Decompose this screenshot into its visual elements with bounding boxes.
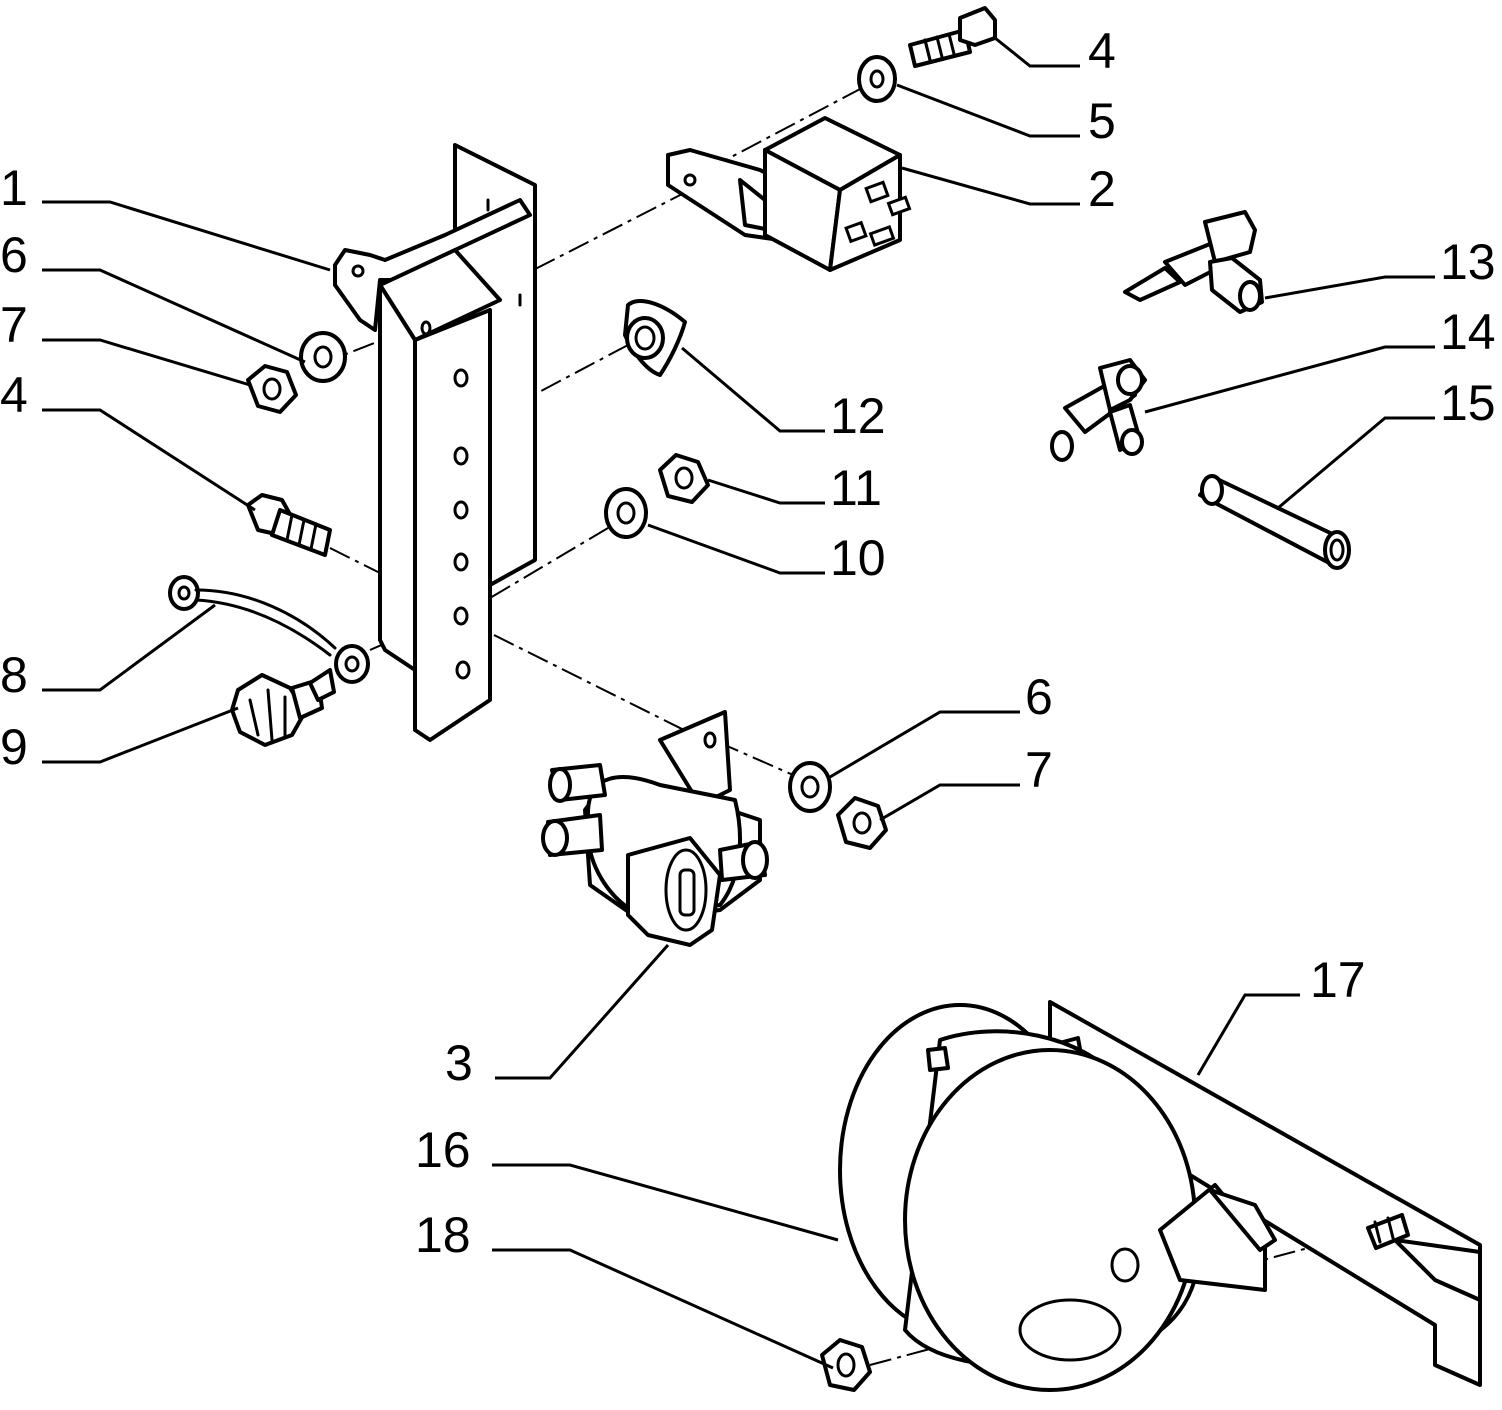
bolt-upper <box>908 6 997 68</box>
mounting-bracket <box>333 143 537 742</box>
callout-13: 13 <box>1440 234 1496 290</box>
relay <box>666 116 912 272</box>
callout-18: 18 <box>415 1207 471 1263</box>
callout-9: 9 <box>0 719 28 775</box>
callout-6-left: 6 <box>0 227 28 283</box>
callout-4-left: 4 <box>0 367 28 423</box>
callout-12: 12 <box>830 388 886 444</box>
callout-7-right: 7 <box>1025 742 1053 798</box>
callout-4-upper: 4 <box>1088 23 1116 79</box>
callout-16: 16 <box>415 1122 471 1178</box>
washer-middle <box>604 487 648 539</box>
leader-lines <box>42 36 1435 1370</box>
hose <box>1198 474 1351 570</box>
callout-labels: 1 2 3 4 4 5 6 6 7 7 8 9 10 11 12 13 14 1… <box>0 23 1496 1263</box>
washer-upper <box>857 55 897 103</box>
callout-5: 5 <box>1088 93 1116 149</box>
callout-3: 3 <box>445 1035 473 1091</box>
callout-15: 15 <box>1440 375 1496 431</box>
callout-2: 2 <box>1088 161 1116 217</box>
nut-left <box>246 364 298 414</box>
grommet-clip <box>623 299 687 377</box>
sensor-switch <box>230 668 336 747</box>
nut-middle <box>658 453 710 504</box>
callout-6-right: 6 <box>1025 669 1053 725</box>
callout-10: 10 <box>830 530 886 586</box>
callout-1: 1 <box>0 160 28 216</box>
tee-connector <box>1123 210 1264 314</box>
callout-17: 17 <box>1310 952 1366 1008</box>
horn <box>838 1003 1277 1392</box>
callout-11: 11 <box>830 460 882 516</box>
callout-14: 14 <box>1440 304 1496 360</box>
y-connector <box>1050 358 1147 462</box>
solenoid-valve <box>541 710 769 947</box>
ground-strap <box>168 575 370 684</box>
washer-left <box>299 331 347 383</box>
callout-7-left: 7 <box>0 297 28 353</box>
bolt-left <box>246 493 332 557</box>
nut-bottom <box>820 1338 872 1392</box>
callout-8: 8 <box>0 647 28 703</box>
nut-right <box>836 796 888 850</box>
washer-right <box>788 761 832 813</box>
